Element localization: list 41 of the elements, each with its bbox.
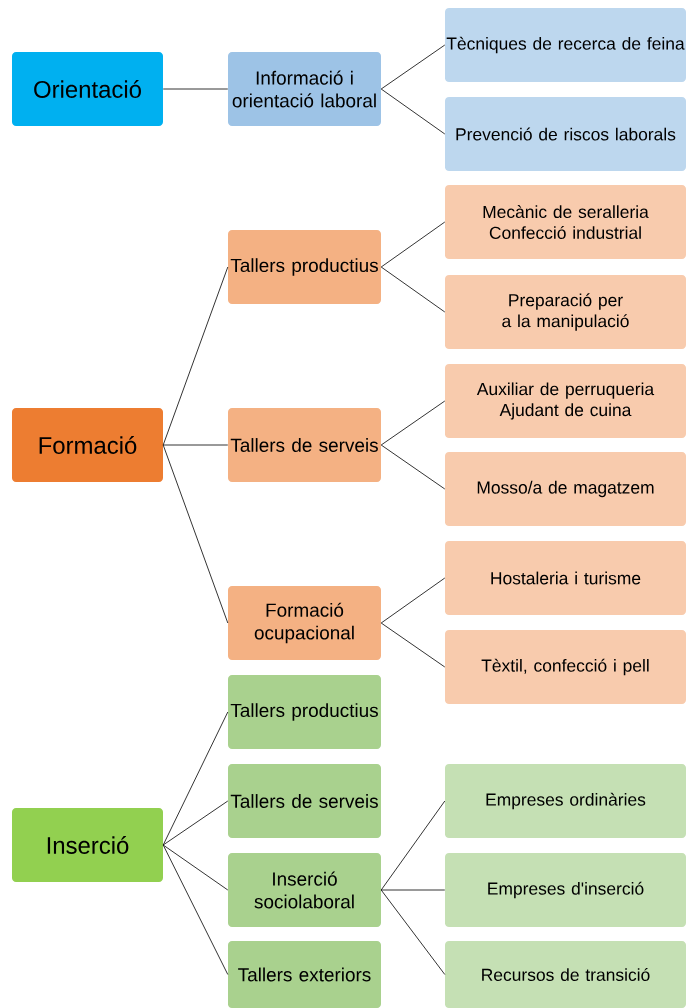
category-box: Formació [12,408,163,482]
subcategory-box: Formació ocupacional [228,586,381,660]
connector-line [380,88,446,135]
connector-line [162,844,229,975]
category-box: Inserció [12,808,163,882]
subcategory-box: Tallers de serveis [228,764,381,838]
connector-line [380,266,446,313]
connector-line [380,444,446,490]
connector-line [380,889,446,891]
connector-line [162,444,229,446]
subcategory-box: Informació i orientació laboral [228,52,381,126]
item-box: Empreses ordinàries [445,764,686,838]
connector-line [380,221,446,268]
connector-line [380,400,446,446]
connector-line [162,444,229,624]
connector-line [162,88,229,90]
item-box: Recursos de transició [445,941,686,1008]
connector-line [380,577,446,624]
item-box: Mecànic de seralleria Confecció industrial [445,185,686,259]
category-box: Orientació [12,52,163,126]
item-box: Auxiliar de perruqueria Ajudant de cuina [445,364,686,438]
item-box: Tècniques de recerca de feina [445,8,686,82]
item-box: Mosso/a de magatzem [445,452,686,526]
connector-line [380,889,446,975]
subcategory-box: Tallers exteriors [228,941,381,1008]
item-box: Hostaleria i turisme [445,541,686,615]
connector-line [162,711,229,846]
connector-line [380,622,446,668]
connector-line [162,800,229,846]
subcategory-box: Tallers productius [228,675,381,749]
connector-line [162,844,229,891]
connector-line [162,266,229,446]
connector-line [380,44,446,90]
connector-line [380,800,446,891]
subcategory-box: Inserció sociolaboral [228,853,381,927]
subcategory-box: Tallers de serveis [228,408,381,482]
item-box: Empreses d'inserció [445,853,686,927]
item-box: Prevenció de riscos laborals [445,97,686,171]
subcategory-box: Tallers productius [228,230,381,304]
item-box: Preparació per a la manipulació [445,275,686,349]
item-box: Tèxtil, confecció i pell [445,630,686,704]
